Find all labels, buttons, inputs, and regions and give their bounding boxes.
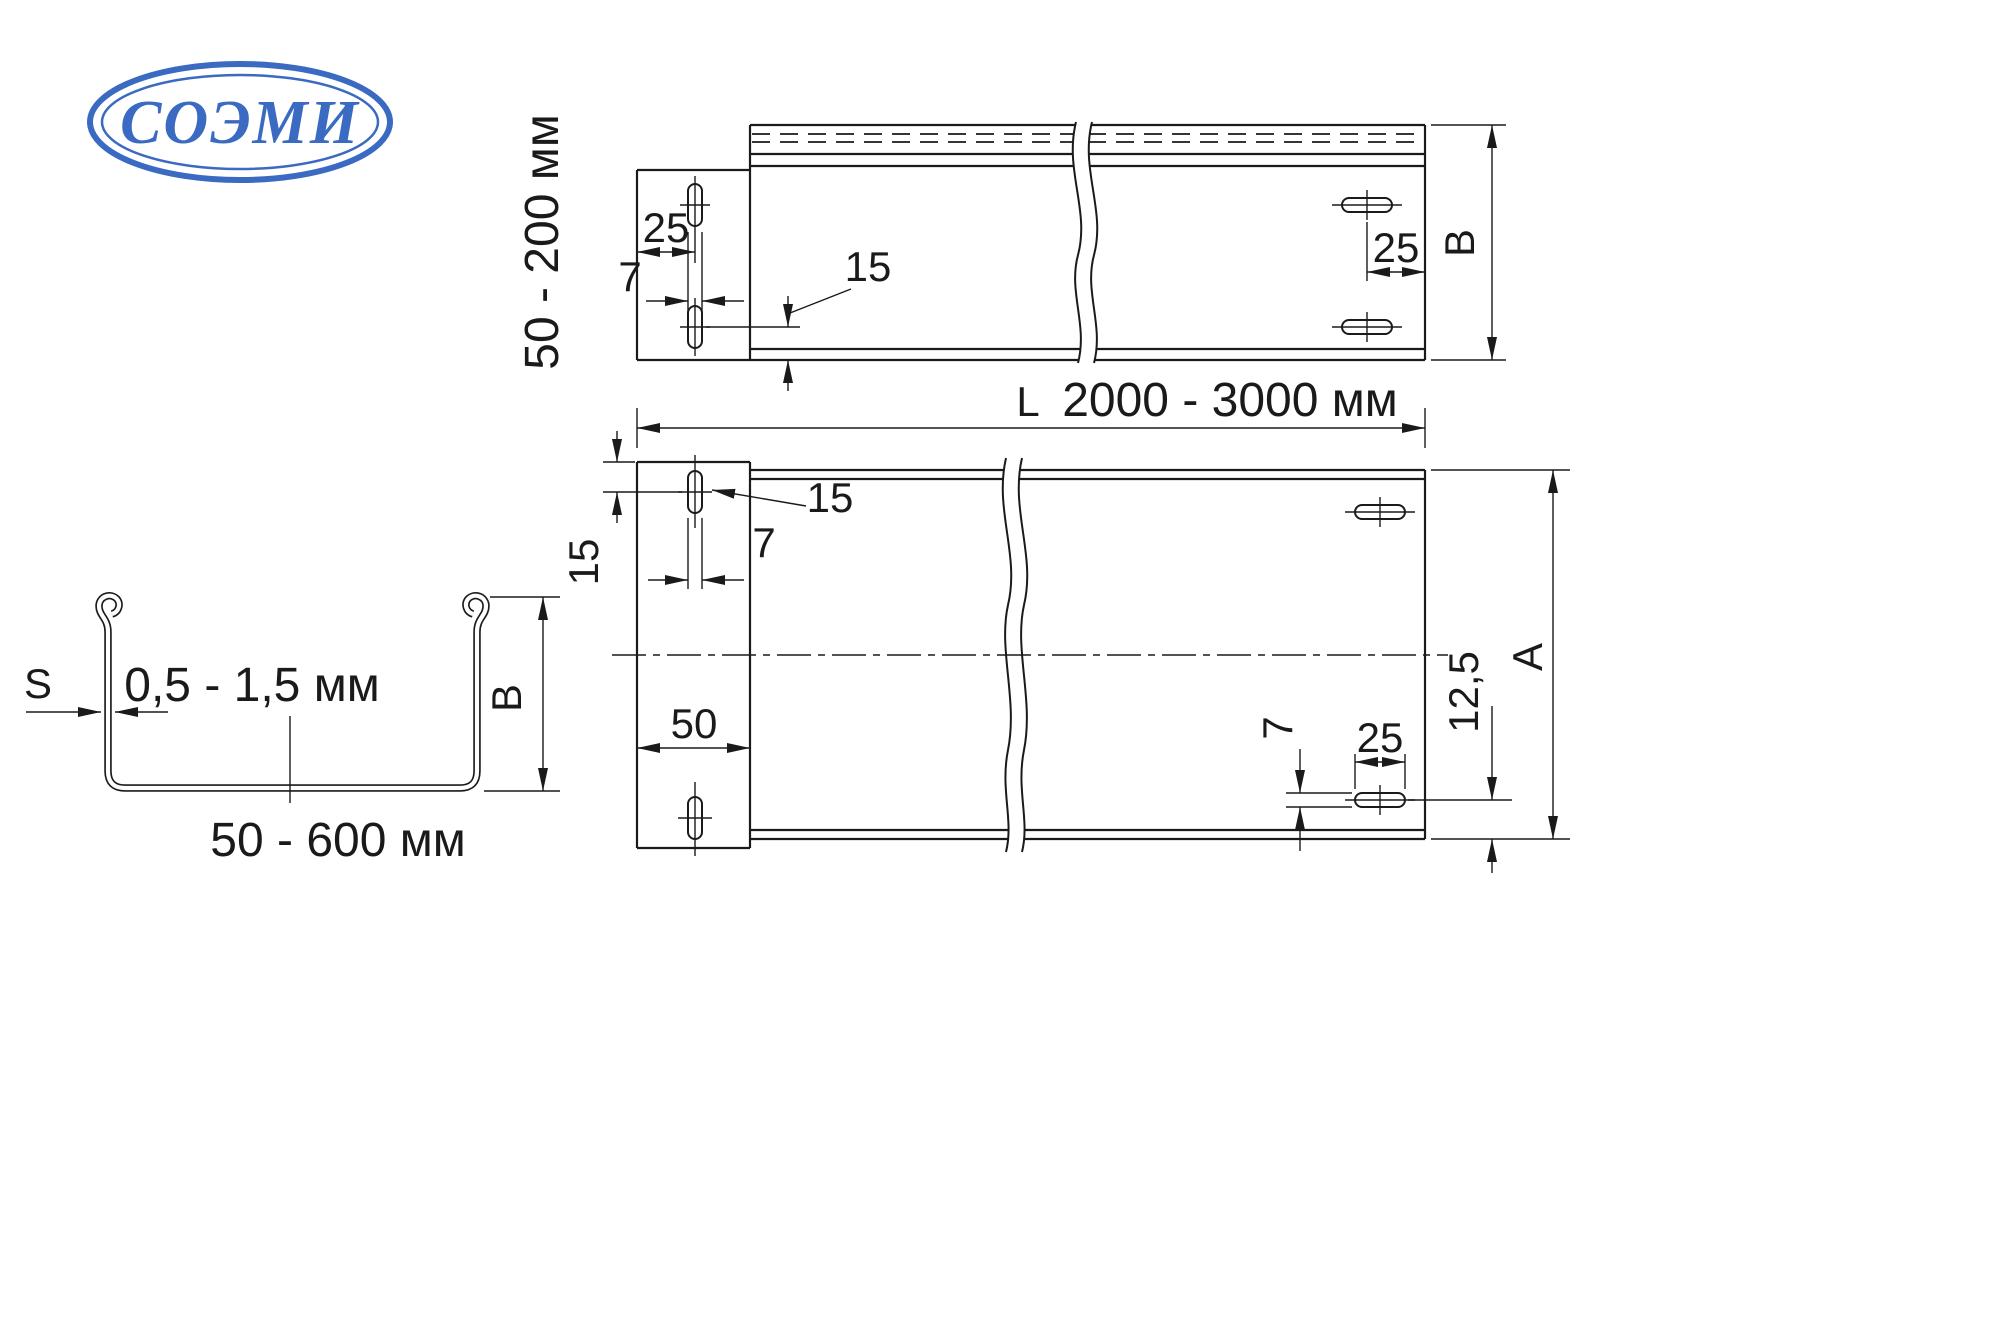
dimension-S-thickness: S 0,5 - 1,5 мм — [24, 659, 380, 803]
dim-label: 15 — [560, 539, 607, 586]
profile-sheet-core — [96, 593, 489, 791]
dim-label: 7 — [752, 519, 775, 566]
dimension-12-5: 12,5 — [1408, 651, 1512, 873]
dim-label: S — [24, 660, 52, 707]
dim-label: B — [483, 684, 530, 712]
slot — [680, 176, 710, 234]
slot — [1332, 312, 1402, 342]
length-dimension: L 2000 - 3000 мм — [636, 374, 1426, 448]
dimension-B-profile-height: B — [483, 596, 560, 792]
dim-label: B — [1436, 229, 1483, 257]
slot — [1345, 497, 1415, 527]
side-view: 25 7 15 25 B 50 - 200 мм — [516, 114, 1506, 391]
dim-label: 7 — [618, 253, 641, 300]
slot — [1345, 785, 1415, 815]
slot — [678, 455, 712, 528]
dimension-B-height: B — [1431, 124, 1506, 361]
dim-label: 25 — [643, 204, 690, 251]
thickness-range-label: 0,5 - 1,5 мм — [124, 659, 379, 712]
slot — [680, 298, 710, 356]
dim-label: 25 — [1373, 224, 1420, 271]
dimension-15-slot-length: 15 — [711, 474, 854, 521]
dim-label: 15 — [807, 474, 854, 521]
dimension-7-slot-width: 7 — [648, 518, 776, 589]
dimension-25-left: 25 — [637, 204, 696, 263]
logo-outer-ring — [87, 61, 393, 183]
logo-text: СОЭМИ — [120, 89, 360, 157]
slot — [678, 782, 712, 856]
dimension-15-bottom: 15 — [706, 243, 891, 391]
length-range-label: 2000 - 3000 мм — [1062, 374, 1398, 427]
dimension-A-width: A — [1431, 469, 1570, 840]
cross-section-view: S 0,5 - 1,5 мм B 50 - 600 мм — [24, 592, 560, 867]
logo-inner-ring — [100, 73, 380, 171]
length-letter: L — [1016, 378, 1039, 425]
dimension-7-slot-width: 7 — [618, 232, 744, 312]
dimension-25-right: 25 — [1366, 222, 1425, 281]
dim-label: 25 — [1357, 714, 1404, 761]
height-range-label: 50 - 200 мм — [516, 114, 569, 369]
plan-view: 15 15 7 50 7 25 — [560, 431, 1570, 873]
dimension-25-slot-length: 25 — [1354, 714, 1406, 789]
width-range-label: 50 - 600 мм — [210, 814, 465, 867]
dimension-50-flange: 50 — [637, 700, 750, 753]
slot — [1332, 190, 1402, 220]
dim-label: 15 — [845, 243, 892, 290]
dim-label: 50 — [671, 700, 718, 747]
dimension-7-slot-height: 7 — [1254, 716, 1352, 851]
dim-label: 7 — [1254, 716, 1301, 739]
logo: СОЭМИ — [87, 61, 393, 183]
dimension-15-top-left: 15 — [560, 431, 682, 585]
dim-label: A — [1504, 643, 1551, 671]
dim-label: 12,5 — [1440, 651, 1487, 733]
break-lines — [1071, 121, 1099, 364]
